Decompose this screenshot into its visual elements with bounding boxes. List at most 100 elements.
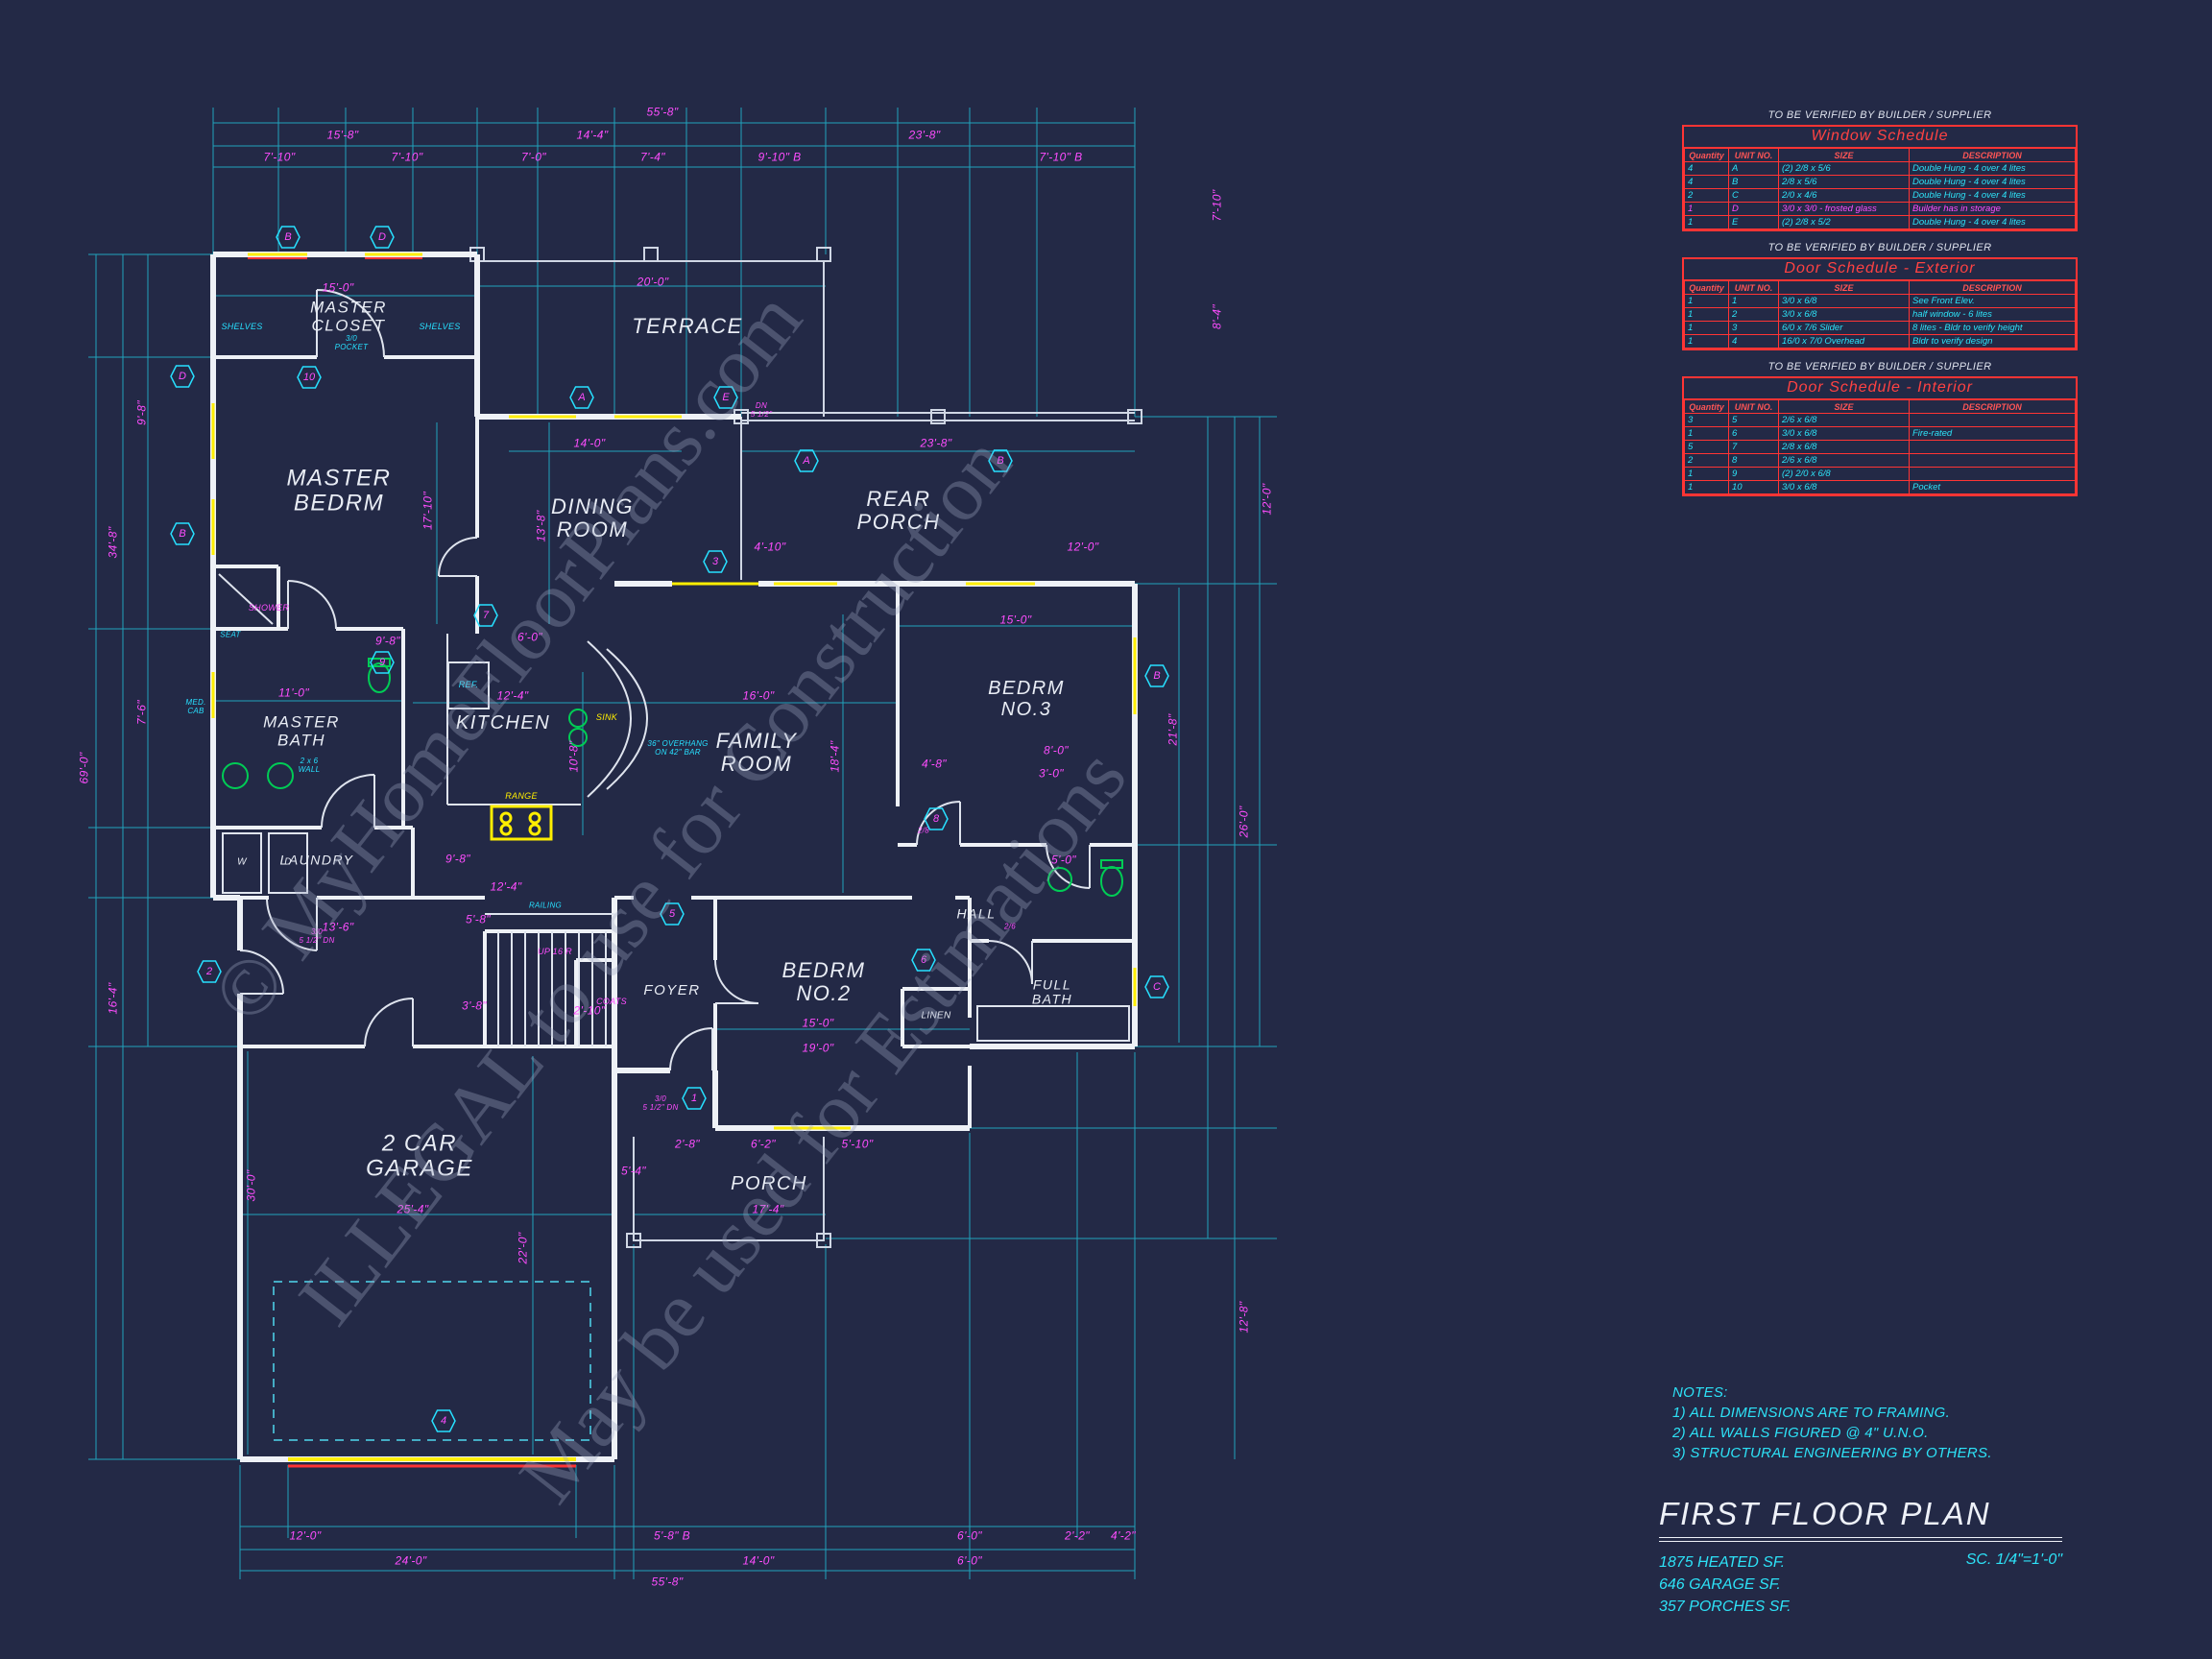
table-cell: 3/0 x 6/8 bbox=[1778, 480, 1910, 494]
table-cell: 3 bbox=[1728, 321, 1779, 335]
table-cell: A bbox=[1728, 161, 1779, 176]
column-header: SIZE bbox=[1778, 280, 1910, 295]
table-cell: 6/0 x 7/6 Slider bbox=[1778, 321, 1910, 335]
table-cell: 3/0 x 6/8 bbox=[1778, 294, 1910, 308]
verify-note: TO BE VERIFIED BY BUILDER / SUPPLIER bbox=[1767, 242, 1992, 253]
notes-heading: NOTES: bbox=[1672, 1384, 1728, 1401]
table-cell: 3 bbox=[1684, 413, 1729, 427]
door-interior-schedule-title: Door Schedule - Interior bbox=[1684, 378, 2076, 399]
table-cell: 16/0 x 7/0 Overhead bbox=[1778, 334, 1910, 349]
table-cell: Fire-rated bbox=[1909, 426, 2076, 441]
table-cell: 1 bbox=[1684, 215, 1729, 229]
interior-walls bbox=[213, 355, 1135, 1128]
table-cell: 9 bbox=[1728, 467, 1779, 481]
table-cell: 1 bbox=[1728, 294, 1779, 308]
table-cell: 2/6 x 6/8 bbox=[1778, 453, 1910, 468]
window-schedule-title: Window Schedule bbox=[1684, 127, 2076, 148]
table-cell: 3/0 x 6/8 bbox=[1778, 307, 1910, 322]
table-cell: Double Hung - 4 over 4 lites bbox=[1909, 161, 2076, 176]
table-cell: 5 bbox=[1684, 440, 1729, 454]
table-cell: 3/0 x 6/8 bbox=[1778, 426, 1910, 441]
table-cell: 8 bbox=[1728, 453, 1779, 468]
column-header: SIZE bbox=[1778, 399, 1910, 414]
table-cell: Bldr to verify design bbox=[1909, 334, 2076, 349]
area-summary: 1875 HEATED SF. 646 GARAGE SF. 357 PORCHES… bbox=[1659, 1551, 1791, 1619]
table-cell: B bbox=[1728, 175, 1779, 189]
door-exterior-schedule-title: Door Schedule - Exterior bbox=[1684, 259, 2076, 280]
table-cell: 1 bbox=[1684, 480, 1729, 494]
column-header: UNIT NO. bbox=[1728, 148, 1779, 162]
column-header: SIZE bbox=[1778, 148, 1910, 162]
table-cell: 3/0 x 3/0 - frosted glass bbox=[1778, 202, 1910, 216]
table-cell: 1 bbox=[1684, 426, 1729, 441]
table-cell: 1 bbox=[1684, 307, 1729, 322]
column-header: DESCRIPTION bbox=[1909, 148, 2076, 162]
column-header: Quantity bbox=[1684, 399, 1729, 414]
area-line: 1875 HEATED SF. bbox=[1659, 1554, 1786, 1571]
table-cell: 2/0 x 4/6 bbox=[1778, 188, 1910, 203]
sheet-title: FIRST FLOOR PLAN bbox=[1659, 1496, 2062, 1538]
table-cell: 2/6 x 6/8 bbox=[1778, 413, 1910, 427]
title-block: FIRST FLOOR PLAN 1875 HEATED SF. 646 GARA… bbox=[1659, 1496, 2062, 1619]
table-cell bbox=[1909, 453, 2076, 468]
dimension-lines bbox=[88, 108, 1277, 1579]
table-cell: Double Hung - 4 over 4 lites bbox=[1909, 215, 2076, 229]
notes-list: 1) ALL DIMENSIONS ARE TO FRAMING. 2) ALL … bbox=[1672, 1403, 1992, 1463]
exterior-walls bbox=[210, 252, 1138, 1462]
table-cell: C bbox=[1728, 188, 1779, 203]
notes-block: NOTES: 1) ALL DIMENSIONS ARE TO FRAMING.… bbox=[1672, 1382, 1992, 1463]
table-cell: 1 bbox=[1684, 294, 1729, 308]
column-header: DESCRIPTION bbox=[1909, 280, 2076, 295]
dashed-outline bbox=[273, 1281, 591, 1441]
table-cell: Pocket bbox=[1909, 480, 2076, 494]
table-cell: half window - 6 lites bbox=[1909, 307, 2076, 322]
column-header: Quantity bbox=[1684, 280, 1729, 295]
area-line: 646 GARAGE SF. bbox=[1659, 1576, 1781, 1594]
table-cell: (2) 2/8 x 5/2 bbox=[1778, 215, 1910, 229]
table-cell: 1 bbox=[1684, 202, 1729, 216]
table-cell: 8 lites - Bldr to verify height bbox=[1909, 321, 2076, 335]
table-cell: 7 bbox=[1728, 440, 1779, 454]
table-cell bbox=[1909, 440, 2076, 454]
table-cell: Double Hung - 4 over 4 lites bbox=[1909, 175, 2076, 189]
table-cell: 1 bbox=[1684, 321, 1729, 335]
table-cell: 1 bbox=[1684, 467, 1729, 481]
table-cell: 2/8 x 6/8 bbox=[1778, 440, 1910, 454]
area-line: 357 PORCHES SF. bbox=[1659, 1599, 1791, 1616]
plumbing-fixtures bbox=[222, 658, 1123, 897]
table-cell: 10 bbox=[1728, 480, 1779, 494]
drawing-scale: SC. 1/4"=1'-0" bbox=[1965, 1551, 2062, 1568]
note-item: 3) STRUCTURAL ENGINEERING BY OTHERS. bbox=[1672, 1445, 1992, 1461]
windows bbox=[211, 252, 1137, 1461]
door-exterior-schedule-block: TO BE VERIFIED BY BUILDER / SUPPLIER Doo… bbox=[1682, 242, 2078, 350]
note-item: 2) ALL WALLS FIGURED @ 4" U.N.O. bbox=[1672, 1425, 1929, 1441]
table-cell: (2) 2/8 x 5/6 bbox=[1778, 161, 1910, 176]
table-cell: 5 bbox=[1728, 413, 1779, 427]
column-header: UNIT NO. bbox=[1728, 399, 1779, 414]
door-interior-schedule-block: TO BE VERIFIED BY BUILDER / SUPPLIER Doo… bbox=[1682, 361, 2078, 496]
verify-note: TO BE VERIFIED BY BUILDER / SUPPLIER bbox=[1767, 361, 1992, 373]
note-item: 1) ALL DIMENSIONS ARE TO FRAMING. bbox=[1672, 1405, 1951, 1421]
table-cell: See Front Elev. bbox=[1909, 294, 2076, 308]
column-header: Quantity bbox=[1684, 148, 1729, 162]
table-cell bbox=[1909, 467, 2076, 481]
